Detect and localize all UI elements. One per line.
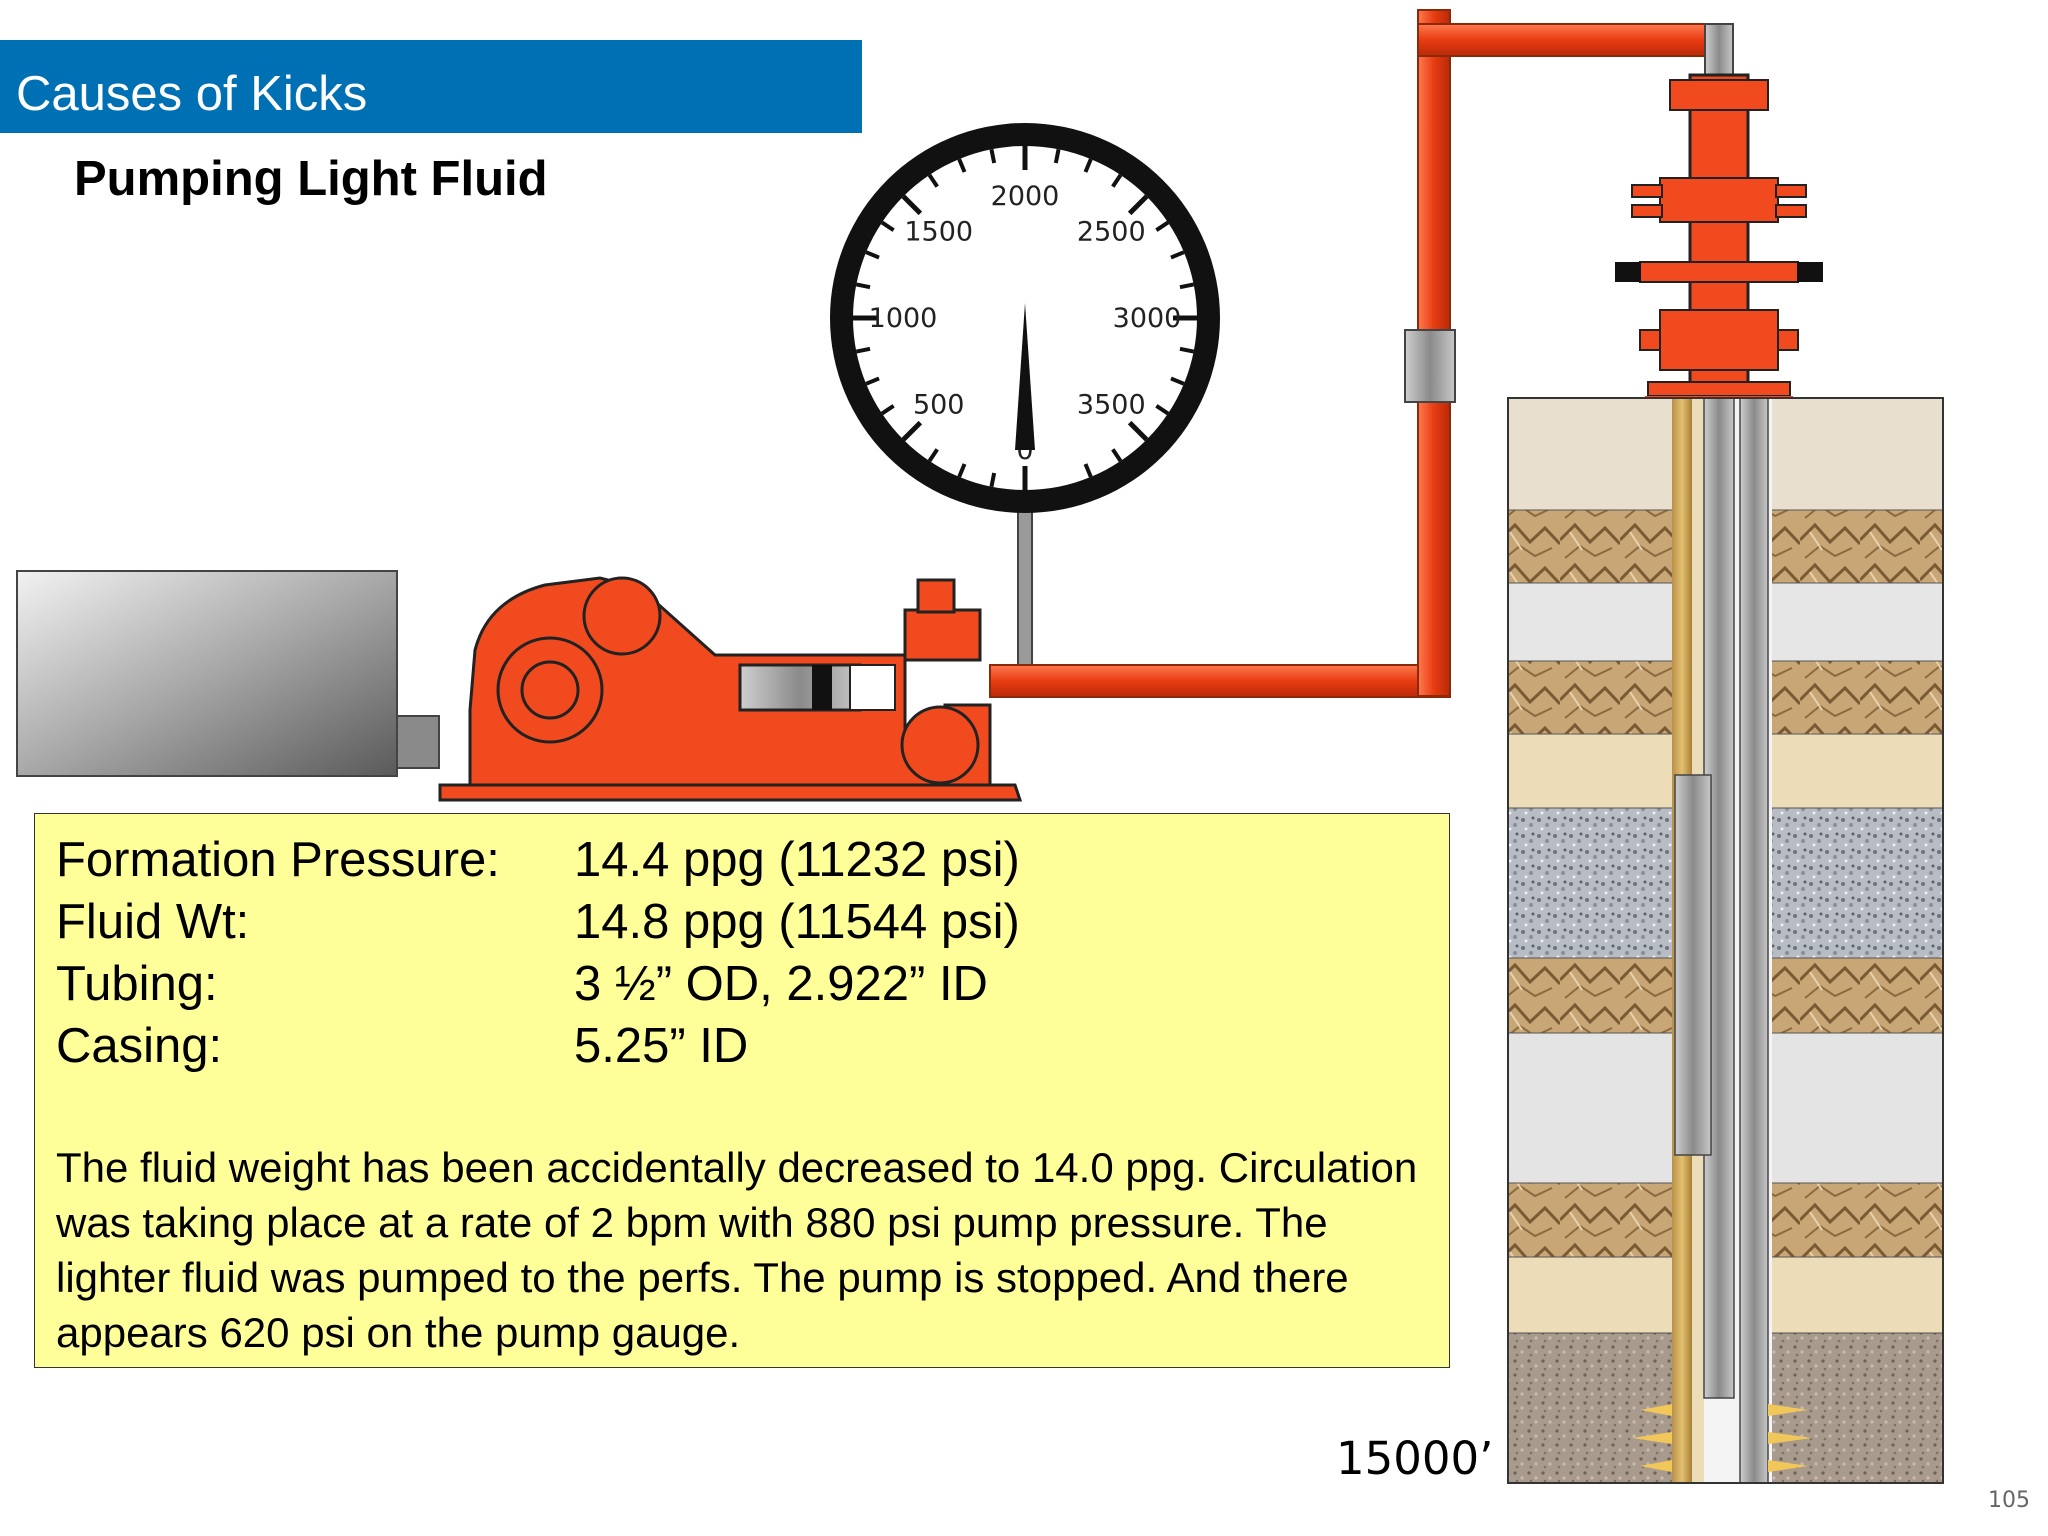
spec-label: Casing: xyxy=(56,1019,223,1073)
gauge-tick xyxy=(1179,282,1195,290)
gauge-tick xyxy=(1170,376,1185,386)
page-number: 105 xyxy=(1988,1488,2030,1513)
gauge-tick xyxy=(1179,346,1195,354)
gauge-tick-label: 1500 xyxy=(904,217,973,248)
gauge-tick xyxy=(927,448,939,463)
tank-coupling xyxy=(396,715,440,769)
gauge-tick xyxy=(989,472,997,488)
spec-label: Tubing: xyxy=(56,957,218,1011)
gauge-tick xyxy=(865,250,880,260)
gauge-tick-label: 3000 xyxy=(1113,303,1182,334)
gauge-tick xyxy=(1053,148,1061,164)
gauge-tick xyxy=(901,420,923,442)
mud-tank xyxy=(16,570,398,777)
scenario-description: The fluid weight has been accidentally d… xyxy=(56,1144,1418,1356)
gauge-tick xyxy=(855,346,871,354)
spec-value: 5.25” ID xyxy=(574,1019,749,1073)
gauge-tick-label: 2000 xyxy=(991,181,1060,212)
wellbore xyxy=(1632,397,1812,1484)
gauge-tick xyxy=(880,404,895,416)
gauge-tick xyxy=(1083,463,1093,478)
discharge-line xyxy=(989,9,1734,698)
wellhead-tree xyxy=(1615,73,1823,407)
gauge-stem xyxy=(1017,509,1033,666)
spec-label: Formation Pressure: xyxy=(56,833,500,887)
gauge-tick xyxy=(1111,448,1123,463)
mud-pump xyxy=(438,576,1023,802)
gauge-tick-label: 2500 xyxy=(1077,217,1146,248)
gauge-tick xyxy=(901,194,923,216)
spec-value: 14.4 ppg (11232 psi) xyxy=(574,833,1020,887)
gauge-tick xyxy=(1127,420,1149,442)
title-bar xyxy=(0,40,862,133)
gauge-tick xyxy=(957,158,967,173)
gauge-tick xyxy=(927,173,939,188)
gauge-tick xyxy=(1155,220,1170,232)
gauge-tick xyxy=(1083,158,1093,173)
formation-border xyxy=(1507,397,1944,1484)
gauge-tick xyxy=(989,148,997,164)
gauge-tick xyxy=(1127,194,1149,216)
gauge-tick xyxy=(1170,250,1185,260)
depth-label: 15000’ xyxy=(1336,1432,1494,1485)
gauge-tick-label: 500 xyxy=(913,389,965,420)
info-box: Formation Pressure: 14.4 ppg (11232 psi)… xyxy=(34,813,1450,1368)
gauge-tick xyxy=(865,376,880,386)
spec-value: 14.8 ppg (11544 psi) xyxy=(574,895,1020,949)
gauge-tick-label: 3500 xyxy=(1077,389,1146,420)
gauge-tick xyxy=(957,463,967,478)
gauge-needle xyxy=(1015,303,1035,450)
gauge-tick xyxy=(1155,404,1170,416)
spec-value: 3 ½” OD, 2.922” ID xyxy=(574,957,988,1011)
gauge-tick xyxy=(1111,173,1123,188)
gauge-tick xyxy=(880,220,895,232)
spec-label: Fluid Wt: xyxy=(56,895,250,949)
gauge-tick-label: 1000 xyxy=(869,303,938,334)
slide-title: Causes of Kicks xyxy=(16,67,368,121)
slide-subtitle: Pumping Light Fluid xyxy=(74,152,548,206)
gauge-tick xyxy=(855,282,871,290)
